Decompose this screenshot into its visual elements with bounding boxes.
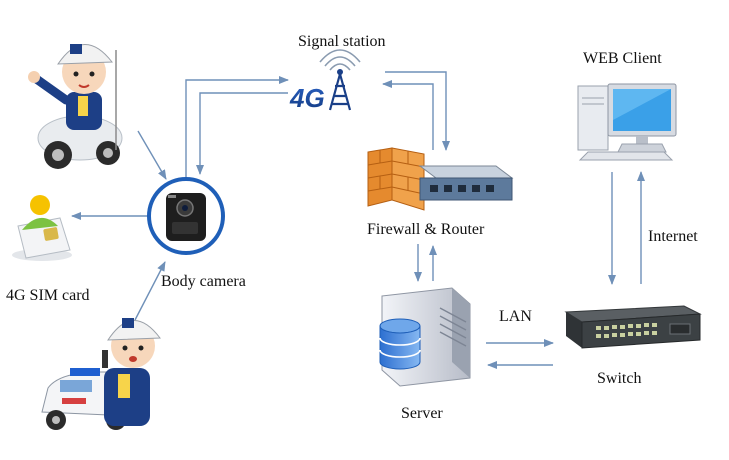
router-icon — [418, 165, 514, 201]
arrow-car-to-camera — [134, 261, 166, 321]
label-signal-station: Signal station — [298, 33, 386, 50]
connection-arrows — [71, 71, 645, 369]
police-officer-with-car-icon — [41, 318, 161, 430]
network-switch-icon — [564, 305, 702, 349]
arrow-motorcycle-to-camera — [137, 130, 167, 180]
arrow-tower-to-camera-inner — [196, 92, 288, 175]
sim-card-icon — [12, 195, 72, 261]
label-lan: LAN — [499, 308, 532, 325]
police-officer-on-motorcycle-icon — [28, 44, 123, 169]
arrow-camera-to-tower-outer — [185, 76, 289, 178]
label-server: Server — [401, 405, 443, 422]
label-switch: Switch — [597, 370, 642, 387]
firewall-icon — [367, 147, 425, 211]
4g-signal-tower-icon: 4G — [289, 49, 361, 113]
label-firewall-router: Firewall & Router — [367, 221, 485, 238]
label-body-camera: Body camera — [161, 273, 246, 290]
label-internet: Internet — [648, 228, 698, 245]
tower-4g-text: 4G — [289, 83, 325, 113]
label-sim-card: 4G SIM card — [6, 287, 90, 304]
label-web-client: WEB Client — [583, 50, 662, 67]
arrow-tower-to-firewall — [385, 71, 450, 151]
server-icon — [379, 287, 471, 387]
body-camera-icon — [147, 177, 225, 255]
arrow-firewall-to-tower — [382, 80, 434, 150]
computer-icon — [577, 83, 677, 161]
